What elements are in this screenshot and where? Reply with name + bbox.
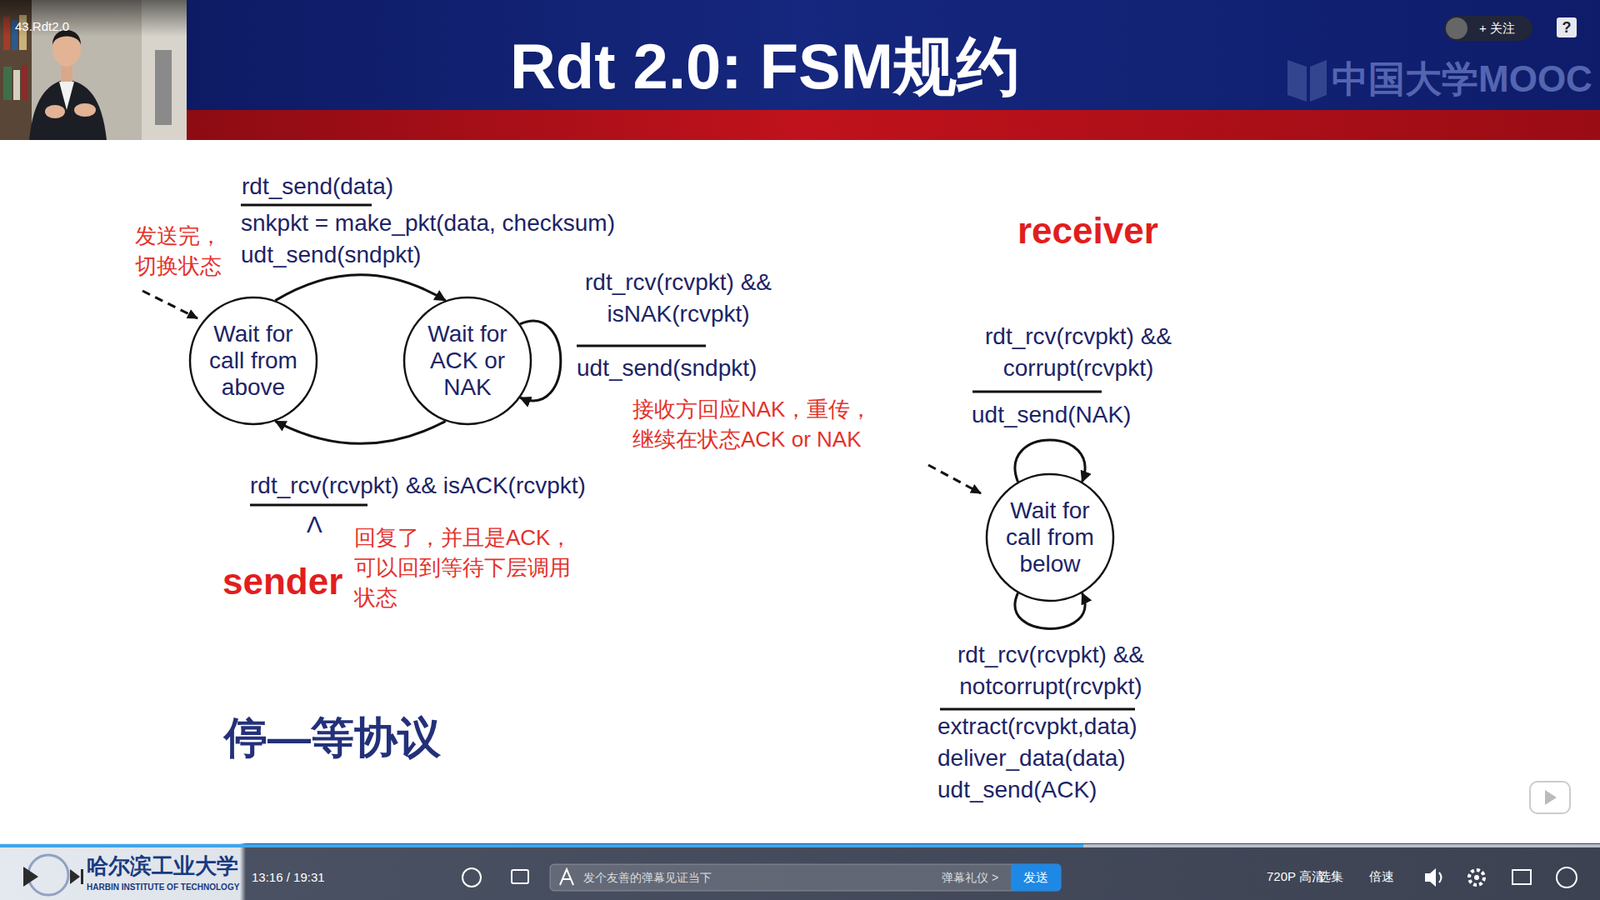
transition-arrow [275,420,445,444]
follow-button [1444,15,1533,41]
quality-button: 720P 高清 [1266,868,1325,885]
danmaku-placeholder: 发个友善的弹幕见证当下 [583,869,712,886]
role-label: sender [222,560,343,604]
state-circle-shape [190,297,317,425]
transition-label: rdt_send(data) [241,173,394,200]
title-red-band [0,110,1600,140]
state-circle: Wait for ACK or NAK [402,295,533,426]
annotation: 接收方回应NAK，重传， 继续在状态ACK or NAK [632,394,880,455]
state-name: Wait for call from above [198,320,309,401]
action-text: snkpkt = make_pkt(data, checksum) [240,210,615,237]
send-button: 发送 [1023,869,1049,886]
danmaku-etiquette: 弹幕礼仪 > [941,869,999,886]
transition-label: rdt_rcv(rcvpkt) && isACK(rcvpkt) [250,472,586,500]
help-icon [1556,17,1577,38]
action-text: deliver_data(data) [937,745,1126,772]
mooc-logo-icon [1287,60,1327,102]
state-circle: Wait for call from below [985,472,1115,603]
player-bar [0,843,1600,900]
transition-label: rdt_rcv(rcvpkt) && isNAK(rcvpkt) [561,266,795,330]
annotation: 发送完， 切换状态 [135,220,229,281]
follow-text: + 关注 [1479,20,1515,37]
protocol-name: 停—等协议 [224,712,441,763]
transition-label: rdt_rcv(rcvpkt) && corrupt(rcvpkt) [961,320,1195,385]
state-name: Wait for ACK or NAK [412,320,523,401]
initial-state-arrow [142,290,198,319]
lambda-action: Λ [306,511,323,539]
state-name: Wait for call from below [995,497,1105,578]
action-text: extract(rcvpkt,data) [937,713,1138,740]
initial-state-arrow [928,465,981,494]
help-mark: ? [1562,17,1572,38]
video-title: 43.Rdt2.0 [15,18,70,35]
title-banner [0,0,1600,112]
action-text: udt_send(sndpkt) [240,241,421,269]
slide-title: Rdt 2.0: FSM规约 [510,29,1020,105]
episode-button: 选集 [1318,868,1344,885]
transition-bars [240,205,1135,710]
action-text: udt_send(ACK) [937,776,1097,804]
university-logo-english: HARBIN INSTITUTE OF TECHNOLOGY [86,882,240,893]
speed-button: 倍速 [1369,868,1395,885]
annotation: 回复了，并且是ACK， 可以回到等待下层调用 状态 [354,522,581,613]
webcam-video [0,0,187,140]
time-display: 13:16 / 19:31 [251,869,325,886]
transition-label: rdt_rcv(rcvpkt) && notcorrupt(rcvpkt) [925,639,1176,703]
transition-arrow [275,275,445,301]
action-text: udt_send(sndpkt) [576,355,757,382]
role-label: receiver [1017,209,1159,253]
action-text: udt_send(NAK) [971,401,1131,429]
state-circle-shape [986,474,1114,601]
state-circle: Wait for call from above [188,295,319,426]
video-overlay-icon [1530,781,1570,814]
watermark: 中国大学MOOC [1331,56,1593,102]
university-logo: 哈尔滨工业大学 [86,853,239,879]
state-circle-shape [404,297,531,425]
